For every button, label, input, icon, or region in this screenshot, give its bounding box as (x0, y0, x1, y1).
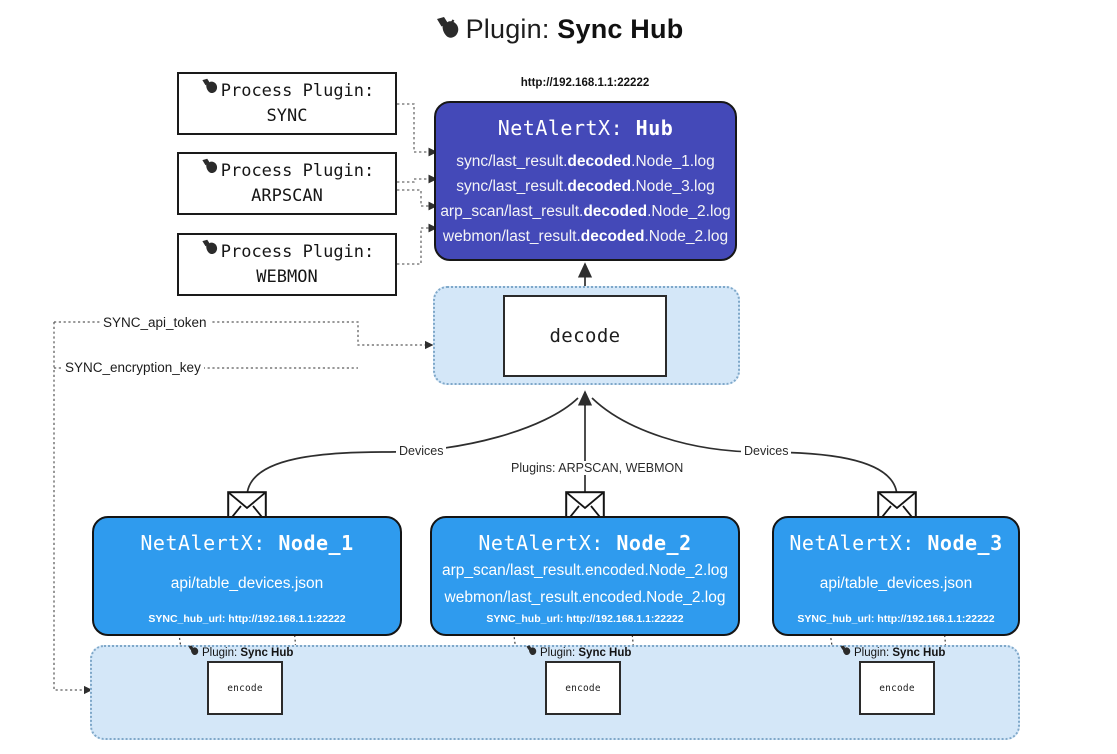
netalertx-node-1[interactable]: NetAlertX: Node_1 api/table_devices.json… (92, 516, 402, 636)
process-plugin-line1: Process Plugin: (220, 241, 375, 262)
encode-box-2[interactable]: encode (545, 661, 621, 715)
title-name: Sync Hub (557, 14, 684, 44)
node-line: api/table_devices.json (170, 575, 324, 593)
process-plugin-line1: Process Plugin: (220, 160, 375, 181)
node-footer: SYNC_hub_url: http://192.168.1.1:22222 (797, 613, 995, 625)
node-title: NetAlertX: Node_2 (478, 531, 692, 555)
plug-icon (200, 158, 220, 184)
encoder-caption-2: Plugin: Sync Hub (525, 645, 631, 660)
node-line: api/table_devices.json (819, 575, 973, 593)
node-title: NetAlertX: Node_3 (789, 531, 1003, 555)
plug-icon (434, 16, 462, 49)
process-plugin-line2: SYNC (266, 106, 308, 126)
plug-icon (200, 239, 220, 265)
node-line: arp_scan/last_result.encoded.Node_2.log (441, 561, 729, 579)
node-footer: SYNC_hub_url: http://192.168.1.1:22222 (148, 613, 346, 625)
encoder-caption-1: Plugin: Sync Hub (187, 645, 293, 660)
netalertx-node-2[interactable]: NetAlertX: Node_2 arp_scan/last_result.e… (430, 516, 740, 636)
decode-box[interactable]: decode (503, 295, 667, 377)
process-plugin-line1: Process Plugin: (220, 80, 375, 101)
sync-api-token-label: SYNC_api_token (100, 315, 210, 330)
page-title: Plugin: Sync Hub (0, 14, 1117, 49)
node-title: NetAlertX: Node_1 (140, 531, 354, 555)
hub-url-label: http://192.168.1.1:22222 (520, 77, 650, 89)
node-line: webmon/last_result.encoded.Node_2.log (444, 589, 726, 606)
netalertx-node-3[interactable]: NetAlertX: Node_3 api/table_devices.json… (772, 516, 1020, 636)
hub-title: NetAlertX: Hub (497, 116, 674, 140)
hub-log-line: webmon/last_result.decoded.Node_2.log (442, 228, 729, 246)
process-plugin-box-sync[interactable]: Process Plugin: SYNC (177, 72, 397, 135)
process-plugin-line2: ARPSCAN (251, 186, 323, 206)
process-plugin-box-webmon[interactable]: Process Plugin: WEBMON (177, 233, 397, 296)
hub-log-line: sync/last_result.decoded.Node_3.log (456, 178, 715, 196)
edge-label-plugins-center: Plugins: ARPSCAN, WEBMON (508, 461, 687, 475)
process-plugin-box-arpscan[interactable]: Process Plugin: ARPSCAN (177, 152, 397, 215)
plug-icon (187, 645, 200, 660)
edge-label-devices-left: Devices (396, 444, 447, 458)
title-prefix: Plugin: (465, 14, 550, 44)
plug-icon (200, 78, 220, 104)
plug-icon (525, 645, 538, 660)
process-plugin-line2: WEBMON (256, 267, 318, 287)
encode-box-3[interactable]: encode (859, 661, 935, 715)
plug-icon (839, 645, 852, 660)
hub-node[interactable]: NetAlertX: Hub sync/last_result.decoded.… (434, 101, 737, 261)
encode-box-1[interactable]: encode (207, 661, 283, 715)
encoder-caption-3: Plugin: Sync Hub (839, 645, 945, 660)
node-footer: SYNC_hub_url: http://192.168.1.1:22222 (486, 613, 684, 625)
hub-log-line: sync/last_result.decoded.Node_1.log (456, 153, 715, 170)
sync-encryption-key-label: SYNC_encryption_key (62, 360, 204, 375)
edge-label-devices-right: Devices (741, 444, 792, 458)
hub-log-line: arp_scan/last_result.decoded.Node_2.log (440, 203, 731, 221)
